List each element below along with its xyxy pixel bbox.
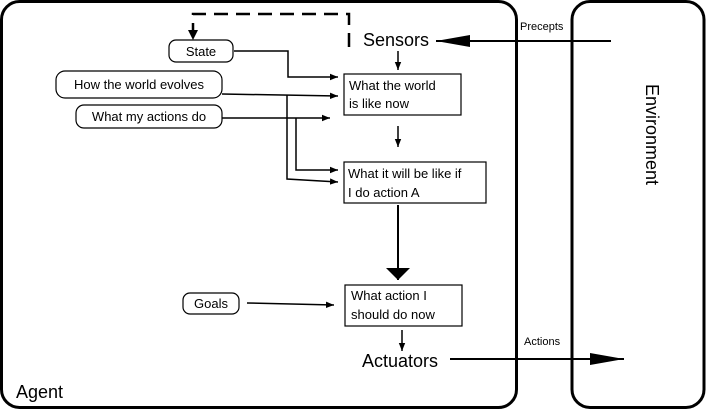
state-feedback-loop (191, 12, 351, 47)
sensors-label: Sensors (363, 30, 429, 50)
my-actions-to-if-action-arrow (295, 118, 338, 174)
goals-label: Goals (194, 296, 228, 311)
percepts-label: Precepts (520, 21, 564, 33)
my-actions-label: What my actions do (92, 109, 206, 124)
world-now-line2: is like now (349, 96, 410, 111)
world-evolves-box (55, 70, 223, 99)
if-action-box (343, 161, 487, 204)
state-to-world-now-arrow (234, 50, 338, 81)
world-now-box (343, 73, 462, 116)
actions-label: Actions (524, 336, 561, 348)
if-action-line2: I do action A (348, 185, 420, 200)
goals-to-action-now-arrow (246, 301, 335, 309)
state-box (168, 39, 234, 63)
world-now-line1: What the world (349, 78, 436, 93)
world-evolves-to-if-action-arrow (286, 95, 339, 185)
state-feedback-arrowhead (188, 30, 198, 40)
environment-boundary (570, 0, 706, 409)
if-action-line1: What it will be like if (348, 166, 462, 181)
goals-box (182, 292, 240, 315)
action-now-box (344, 284, 463, 327)
state-label: State (186, 44, 216, 59)
agent-boundary (0, 0, 518, 409)
action-now-line2: should do now (351, 307, 435, 322)
my-actions-box (75, 104, 223, 129)
actuators-label: Actuators (362, 351, 438, 371)
agent-label: Agent (16, 382, 63, 402)
world-evolves-label: How the world evolves (74, 77, 205, 92)
environment-label: Environment (642, 84, 662, 185)
action-now-line1: What action I (351, 288, 427, 303)
world-evolves-to-world-now-arrow (221, 92, 339, 100)
